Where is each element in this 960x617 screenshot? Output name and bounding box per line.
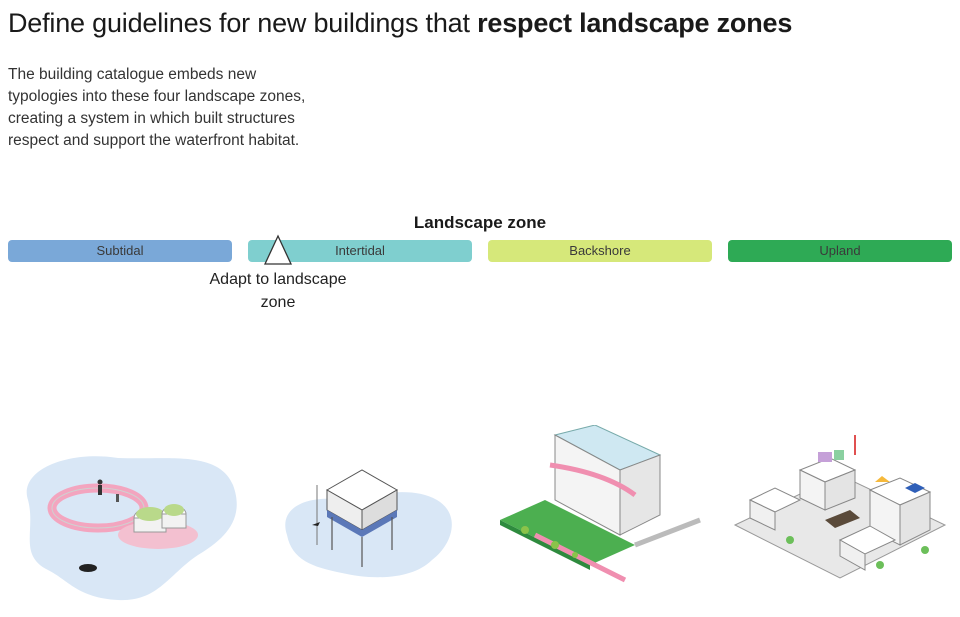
intro-text: The building catalogue embeds new typolo… [8, 66, 306, 149]
zone-bar-subtidal: Subtidal [8, 240, 232, 262]
intertidal-illustration [285, 469, 452, 578]
backshore-illustration [500, 425, 701, 583]
subtidal-illustration [26, 456, 237, 601]
title-bold: respect landscape zones [477, 8, 793, 38]
upland-illustration [733, 435, 947, 579]
page-title: Define guidelines for new buildings that… [8, 8, 792, 39]
landscape-zone-heading: Landscape zone [413, 213, 547, 232]
adapt-label: Adapt to landscape zone [209, 271, 347, 311]
title-regular: Define guidelines for new buildings that [8, 8, 478, 38]
zone-bar-upland: Upland [728, 240, 952, 262]
triangle-marker-icon [263, 234, 293, 265]
zone-bar-backshore: Backshore [488, 240, 712, 262]
zone-bar-intertidal: Intertidal [248, 240, 472, 262]
